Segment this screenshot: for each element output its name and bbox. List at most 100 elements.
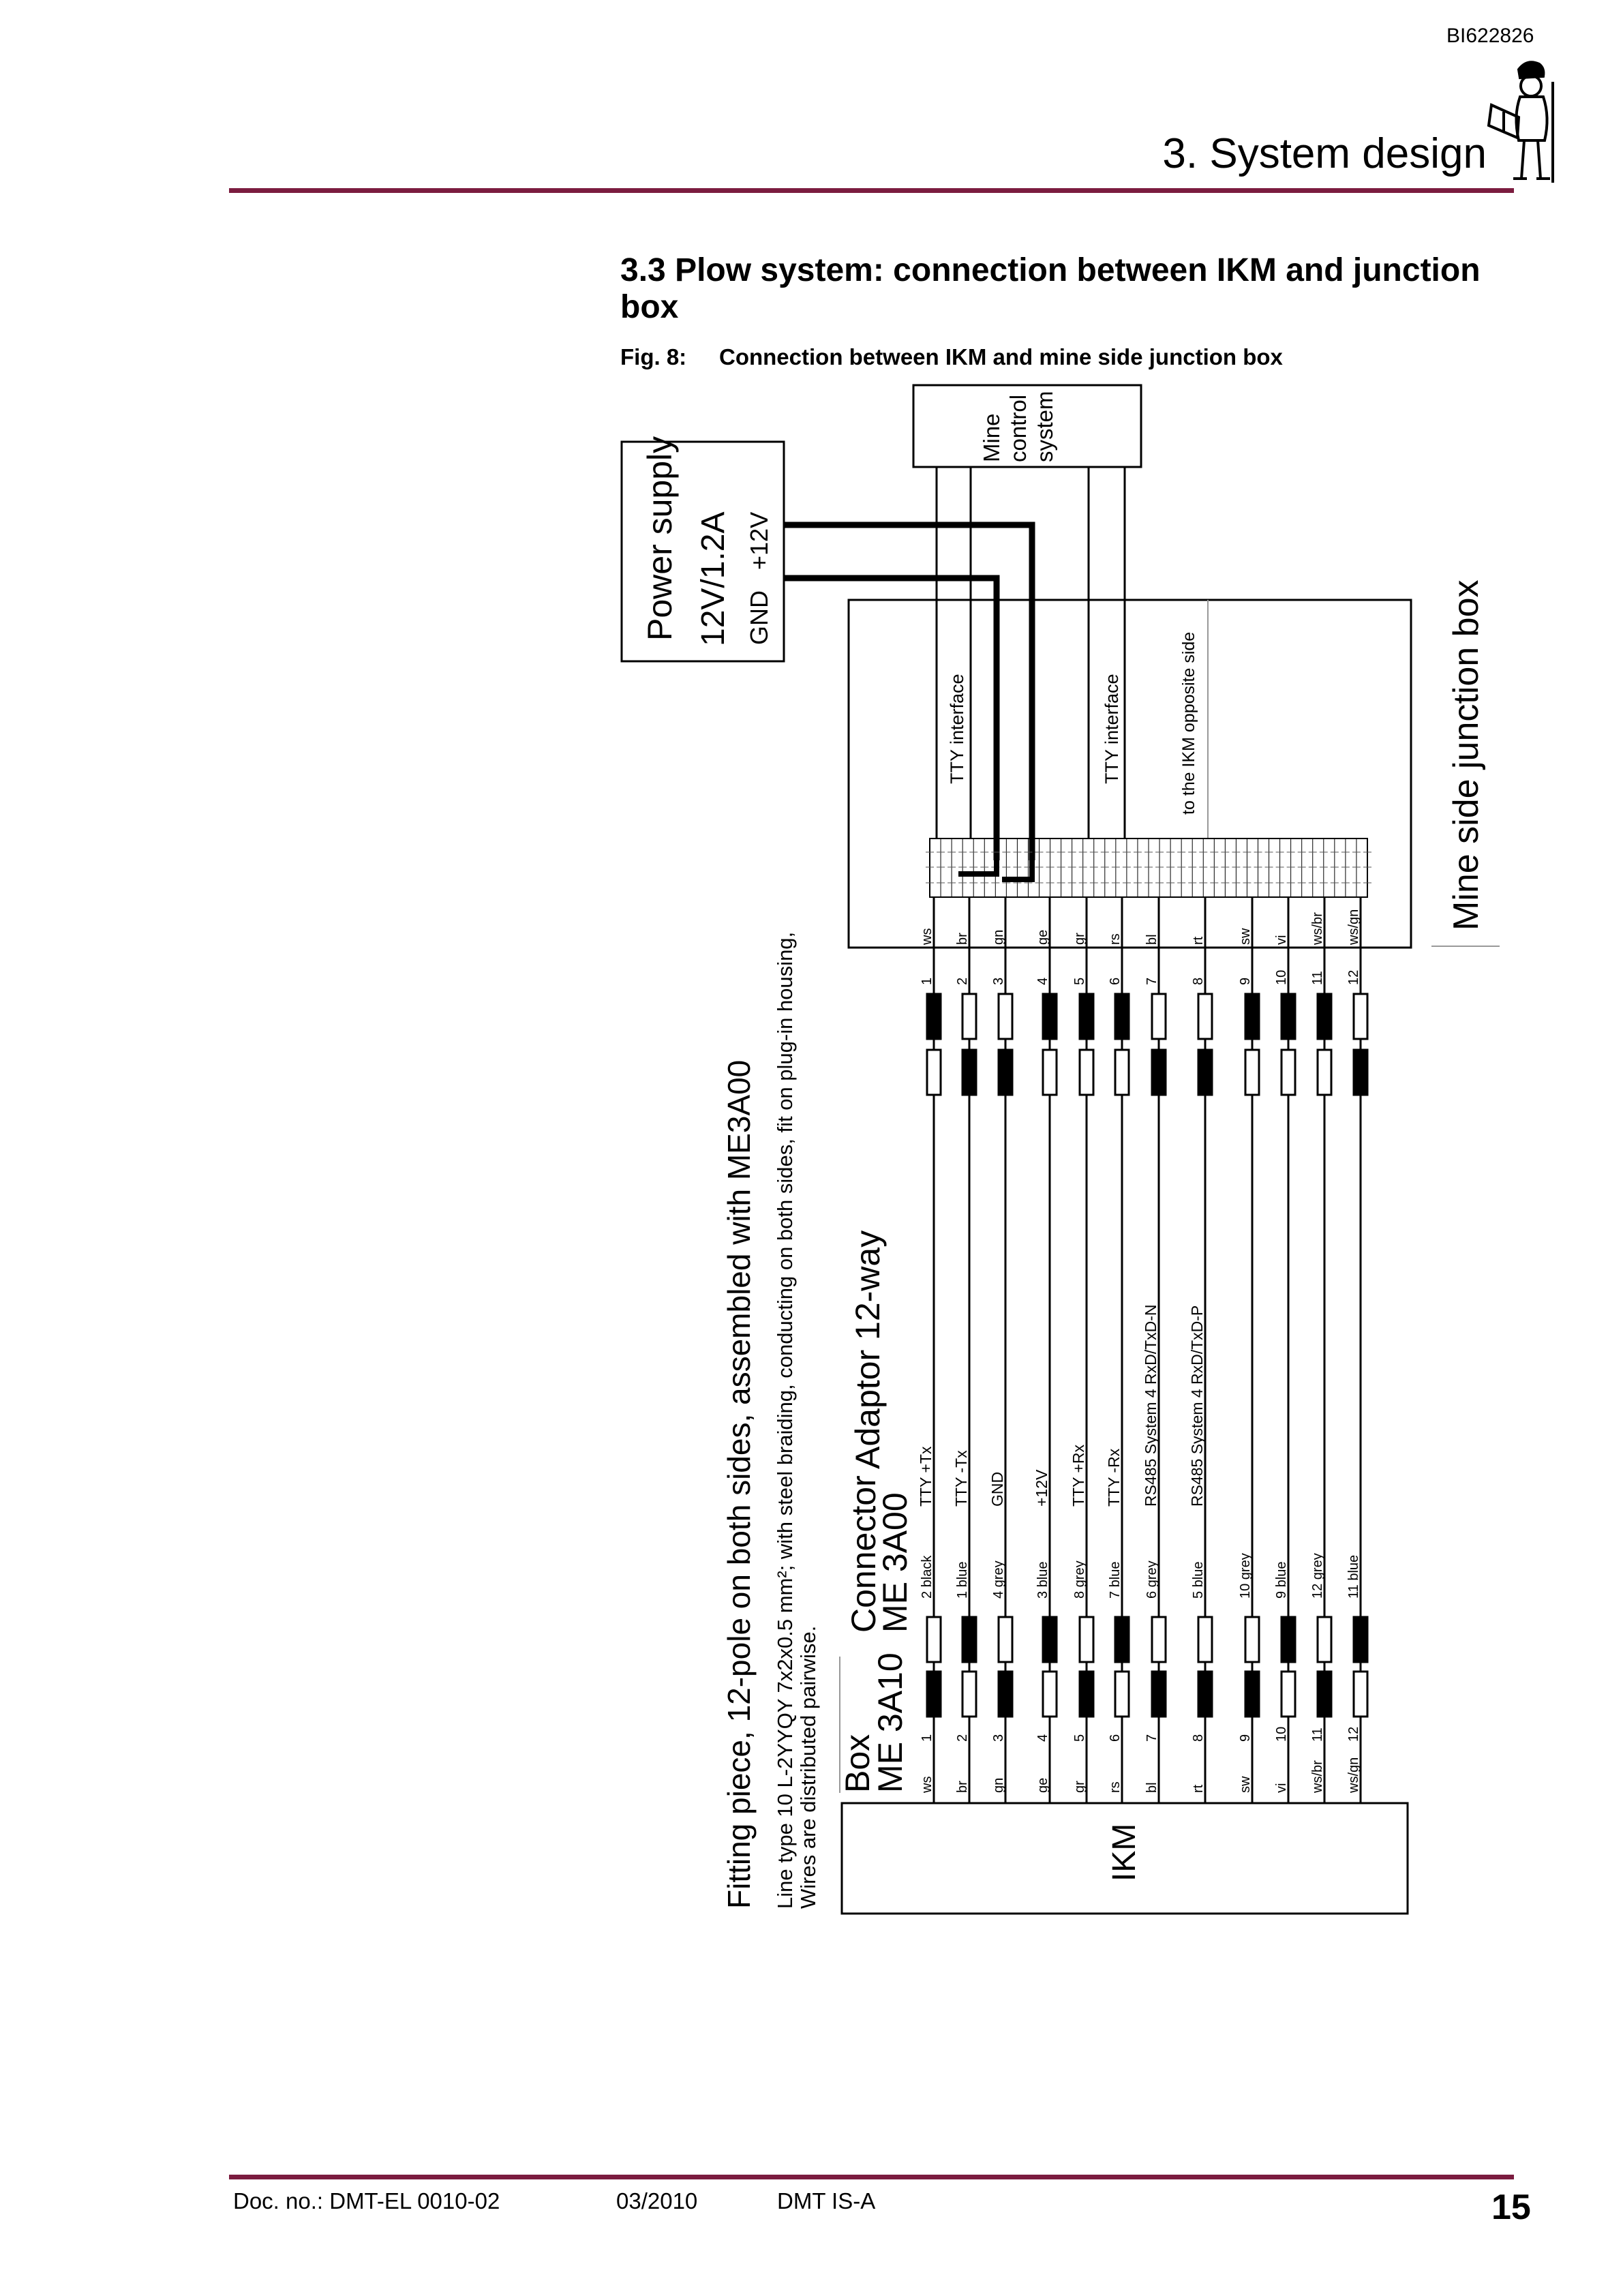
power-supply-box [620,440,785,663]
junction-pin-number: 5 [1072,978,1087,985]
subsection-heading: 3.3 Plow system: connection between IKM … [620,252,1481,325]
connector-contact [1042,1616,1058,1663]
engineer-reading-icon [1487,61,1554,183]
cable-wire-color: 2 black [920,1555,935,1599]
mine-control-line1: Mine [979,413,1004,462]
ikm-pin-number: 11 [1310,1727,1325,1742]
connector-contact [1197,1048,1213,1096]
ikm-wire-color: vi [1274,1783,1289,1793]
connector-contact [926,1670,942,1718]
box-model: ME 3A10 [871,1652,909,1793]
cable-wire-color: 4 grey [991,1560,1006,1599]
junction-wire-color: br [955,933,970,945]
mine-control-lines [935,467,1126,839]
connector-contact [1244,1670,1260,1718]
cable-wire-color: 9 blue [1274,1562,1289,1599]
connector-contact [1078,1048,1095,1096]
connector-contact [1316,1616,1333,1663]
connector-contact [961,993,977,1040]
power-supply-title: Power supply [641,436,679,641]
connector-contact [961,1048,977,1096]
ikm-wire-color: br [955,1781,970,1793]
junction-wire-color: vi [1274,935,1289,945]
junction-wire-color: ws [920,928,935,946]
footer-doc-number: Doc. no.: DMT-EL 0010-02 [233,2188,500,2214]
terminal-block [926,838,1371,898]
connector-contact [1352,993,1369,1040]
ikm-wire-color: gr [1072,1781,1087,1793]
junction-pin-number: 6 [1108,978,1123,985]
connector-contact [1151,1048,1167,1096]
mine-control-line3: system [1032,391,1057,462]
connector-contact [1280,1670,1296,1718]
connector-label: Connector [845,1475,883,1633]
ikm-pin-number: 8 [1191,1734,1206,1742]
connector-contact [1114,1670,1130,1718]
connector-contact [1151,1616,1167,1663]
junction-wire-color: ws/br [1310,912,1325,946]
connector-contact [1280,1048,1296,1096]
wire-signal: TTY -Tx [952,1450,970,1507]
junction-pin-number: 12 [1346,970,1361,985]
connector-contact [1197,1616,1213,1663]
ikm-box [840,1802,1409,1915]
ikm-pin-number: 6 [1108,1734,1123,1742]
power-supply-rating: 12V/1.2A [695,512,731,646]
connector-contact [1042,1670,1058,1718]
wire-signal: RS485 System 4 RxD/TxD-N [1142,1304,1159,1507]
ikm-pin-number: 2 [955,1734,970,1742]
footer-date: 03/2010 [616,2188,698,2214]
ikm-pin-number: 1 [920,1734,935,1742]
footer-rule [229,2175,1514,2179]
ikm-wire-color: rs [1108,1781,1123,1793]
cable-wire-color: 6 grey [1144,1560,1159,1599]
section-title: 3. System design [1162,130,1487,177]
tty-interface-label-2: TTY interface [1102,674,1122,784]
connector-contact [926,1048,942,1096]
gnd-bridge [958,860,999,877]
wire-signal: TTY +Rx [1070,1445,1087,1507]
wire-signal: TTY +Tx [917,1446,935,1507]
connector-contact [961,1616,977,1663]
ikm-wire-color: ws/br [1310,1760,1325,1794]
junction-pin-number: 2 [955,978,970,985]
connector-contact [1244,1616,1260,1663]
adaptor-label: Adaptor 12-way [849,1230,887,1469]
junction-wire-color: gn [991,930,1006,945]
figure-caption-text: Connection between IKM and mine side jun… [719,344,1283,369]
connector-contact [1197,993,1213,1040]
connector-contact [997,1048,1014,1096]
junction-wire-color: ge [1035,930,1050,945]
connector-contact [926,993,942,1040]
junction-wire-color: gr [1072,933,1087,945]
cable-wire-color: 11 blue [1346,1555,1361,1599]
ikm-wire-color: gn [991,1778,1006,1793]
junction-box-title: Mine side junction box [1446,579,1486,931]
ikm-pin-number: 12 [1346,1727,1361,1742]
connector-contact [1042,993,1058,1040]
connector-contact [1352,1616,1369,1663]
connector-contact [1352,1670,1369,1718]
power-wire-gnd [784,575,1000,860]
cable-spec: Line type 10 L-2YYQY 7x2x0.5 mm²; with s… [773,932,797,1909]
ikm-pin-number: 3 [991,1734,1006,1742]
junction-wire-color: ws/gn [1346,909,1361,946]
connector-contact [1316,1670,1333,1718]
figure-caption: Fig. 8:Connection between IKM and mine s… [620,344,1283,370]
ikm-wire-color: bl [1144,1782,1159,1793]
cable-wire-color: 1 blue [955,1562,970,1599]
junction-wire-color: bl [1144,934,1159,945]
wire-signal: +12V [1033,1469,1050,1507]
footer-organisation: DMT IS-A [777,2188,876,2214]
wire-signal: RS485 System 4 RxD/TxD-P [1188,1305,1206,1507]
junction-pin-number: 9 [1238,978,1253,985]
connector-contact [1280,993,1296,1040]
cable-wire-color: 10 grey [1238,1553,1253,1599]
cable-wire-color: 8 grey [1072,1560,1087,1599]
ikm-pin-number: 5 [1072,1734,1087,1742]
wire-signal: GND [988,1472,1006,1507]
junction-box [847,599,1412,949]
connector-contact [1151,993,1167,1040]
junction-pin-number: 11 [1310,971,1325,985]
